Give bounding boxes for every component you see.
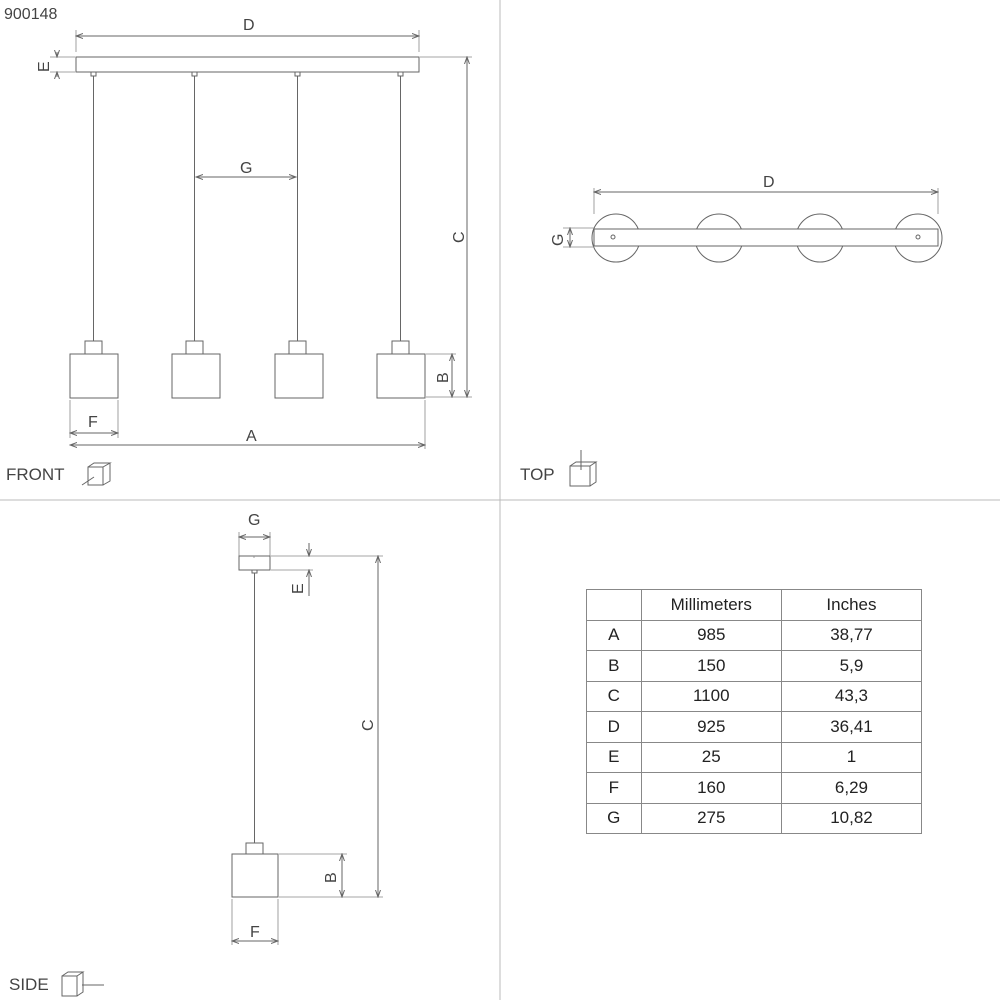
top-dim-g: G [550, 234, 567, 246]
side-view-label: SIDE [9, 975, 49, 994]
top-dim-d: D [763, 174, 775, 191]
row-millimeters: 160 [640, 772, 782, 804]
row-millimeters: 985 [640, 619, 782, 651]
row-dimension: F [586, 772, 642, 804]
row-inches: 5,9 [780, 650, 923, 682]
front-pendant-3 [274, 71, 324, 399]
front-pendant-4 [376, 71, 426, 399]
row-inches: 38,77 [780, 619, 923, 651]
top-view-cube-icon [569, 450, 598, 487]
side-dim-g: G [248, 512, 260, 529]
front-view-label: FRONT [6, 465, 65, 484]
top-view-label: TOP [520, 465, 555, 484]
row-inches: 1 [780, 741, 923, 773]
front-canopy [75, 56, 420, 73]
top-view: D G TOP [520, 174, 943, 487]
row-dimension: C [586, 680, 642, 712]
table-header-millimeters: Millimeters [640, 589, 782, 621]
top-canopy [593, 228, 939, 247]
product-code: 900148 [4, 6, 57, 23]
table-header-row: Millimeters Inches [586, 589, 923, 621]
row-dimension: A [586, 619, 642, 651]
side-dim-c: C [360, 719, 377, 731]
front-dim-f: F [88, 414, 98, 431]
front-pendant-1 [69, 71, 119, 399]
front-view: D E [6, 17, 472, 486]
front-dim-g: G [240, 160, 252, 177]
front-view-cube-icon [81, 462, 112, 486]
row-dimension: D [586, 711, 642, 743]
side-canopy [238, 555, 271, 571]
side-dim-e: E [290, 583, 307, 594]
row-inches: 43,3 [780, 680, 923, 712]
side-dim-b: B [323, 872, 340, 883]
side-dim-f: F [250, 924, 260, 941]
row-dimension: E [586, 741, 642, 773]
front-dim-b: B [435, 372, 452, 383]
row-millimeters: 925 [640, 711, 782, 743]
side-view: G E C B F SIDE [9, 512, 383, 997]
side-shade [231, 853, 279, 898]
row-millimeters: 1100 [640, 680, 782, 712]
front-dim-d: D [243, 17, 255, 34]
front-pendant-2 [171, 71, 221, 399]
front-dim-c: C [451, 231, 468, 243]
row-millimeters: 275 [640, 802, 782, 834]
table-header-inches: Inches [780, 589, 923, 621]
row-millimeters: 25 [640, 741, 782, 773]
front-dim-a: A [246, 428, 257, 445]
front-dim-e: E [36, 61, 53, 72]
row-inches: 10,82 [780, 802, 923, 834]
row-inches: 6,29 [780, 772, 923, 804]
side-view-cube-icon [61, 971, 104, 997]
row-inches: 36,41 [780, 711, 923, 743]
row-millimeters: 150 [640, 650, 782, 682]
table-header-empty [586, 589, 642, 621]
row-dimension: G [586, 802, 642, 834]
row-dimension: B [586, 650, 642, 682]
